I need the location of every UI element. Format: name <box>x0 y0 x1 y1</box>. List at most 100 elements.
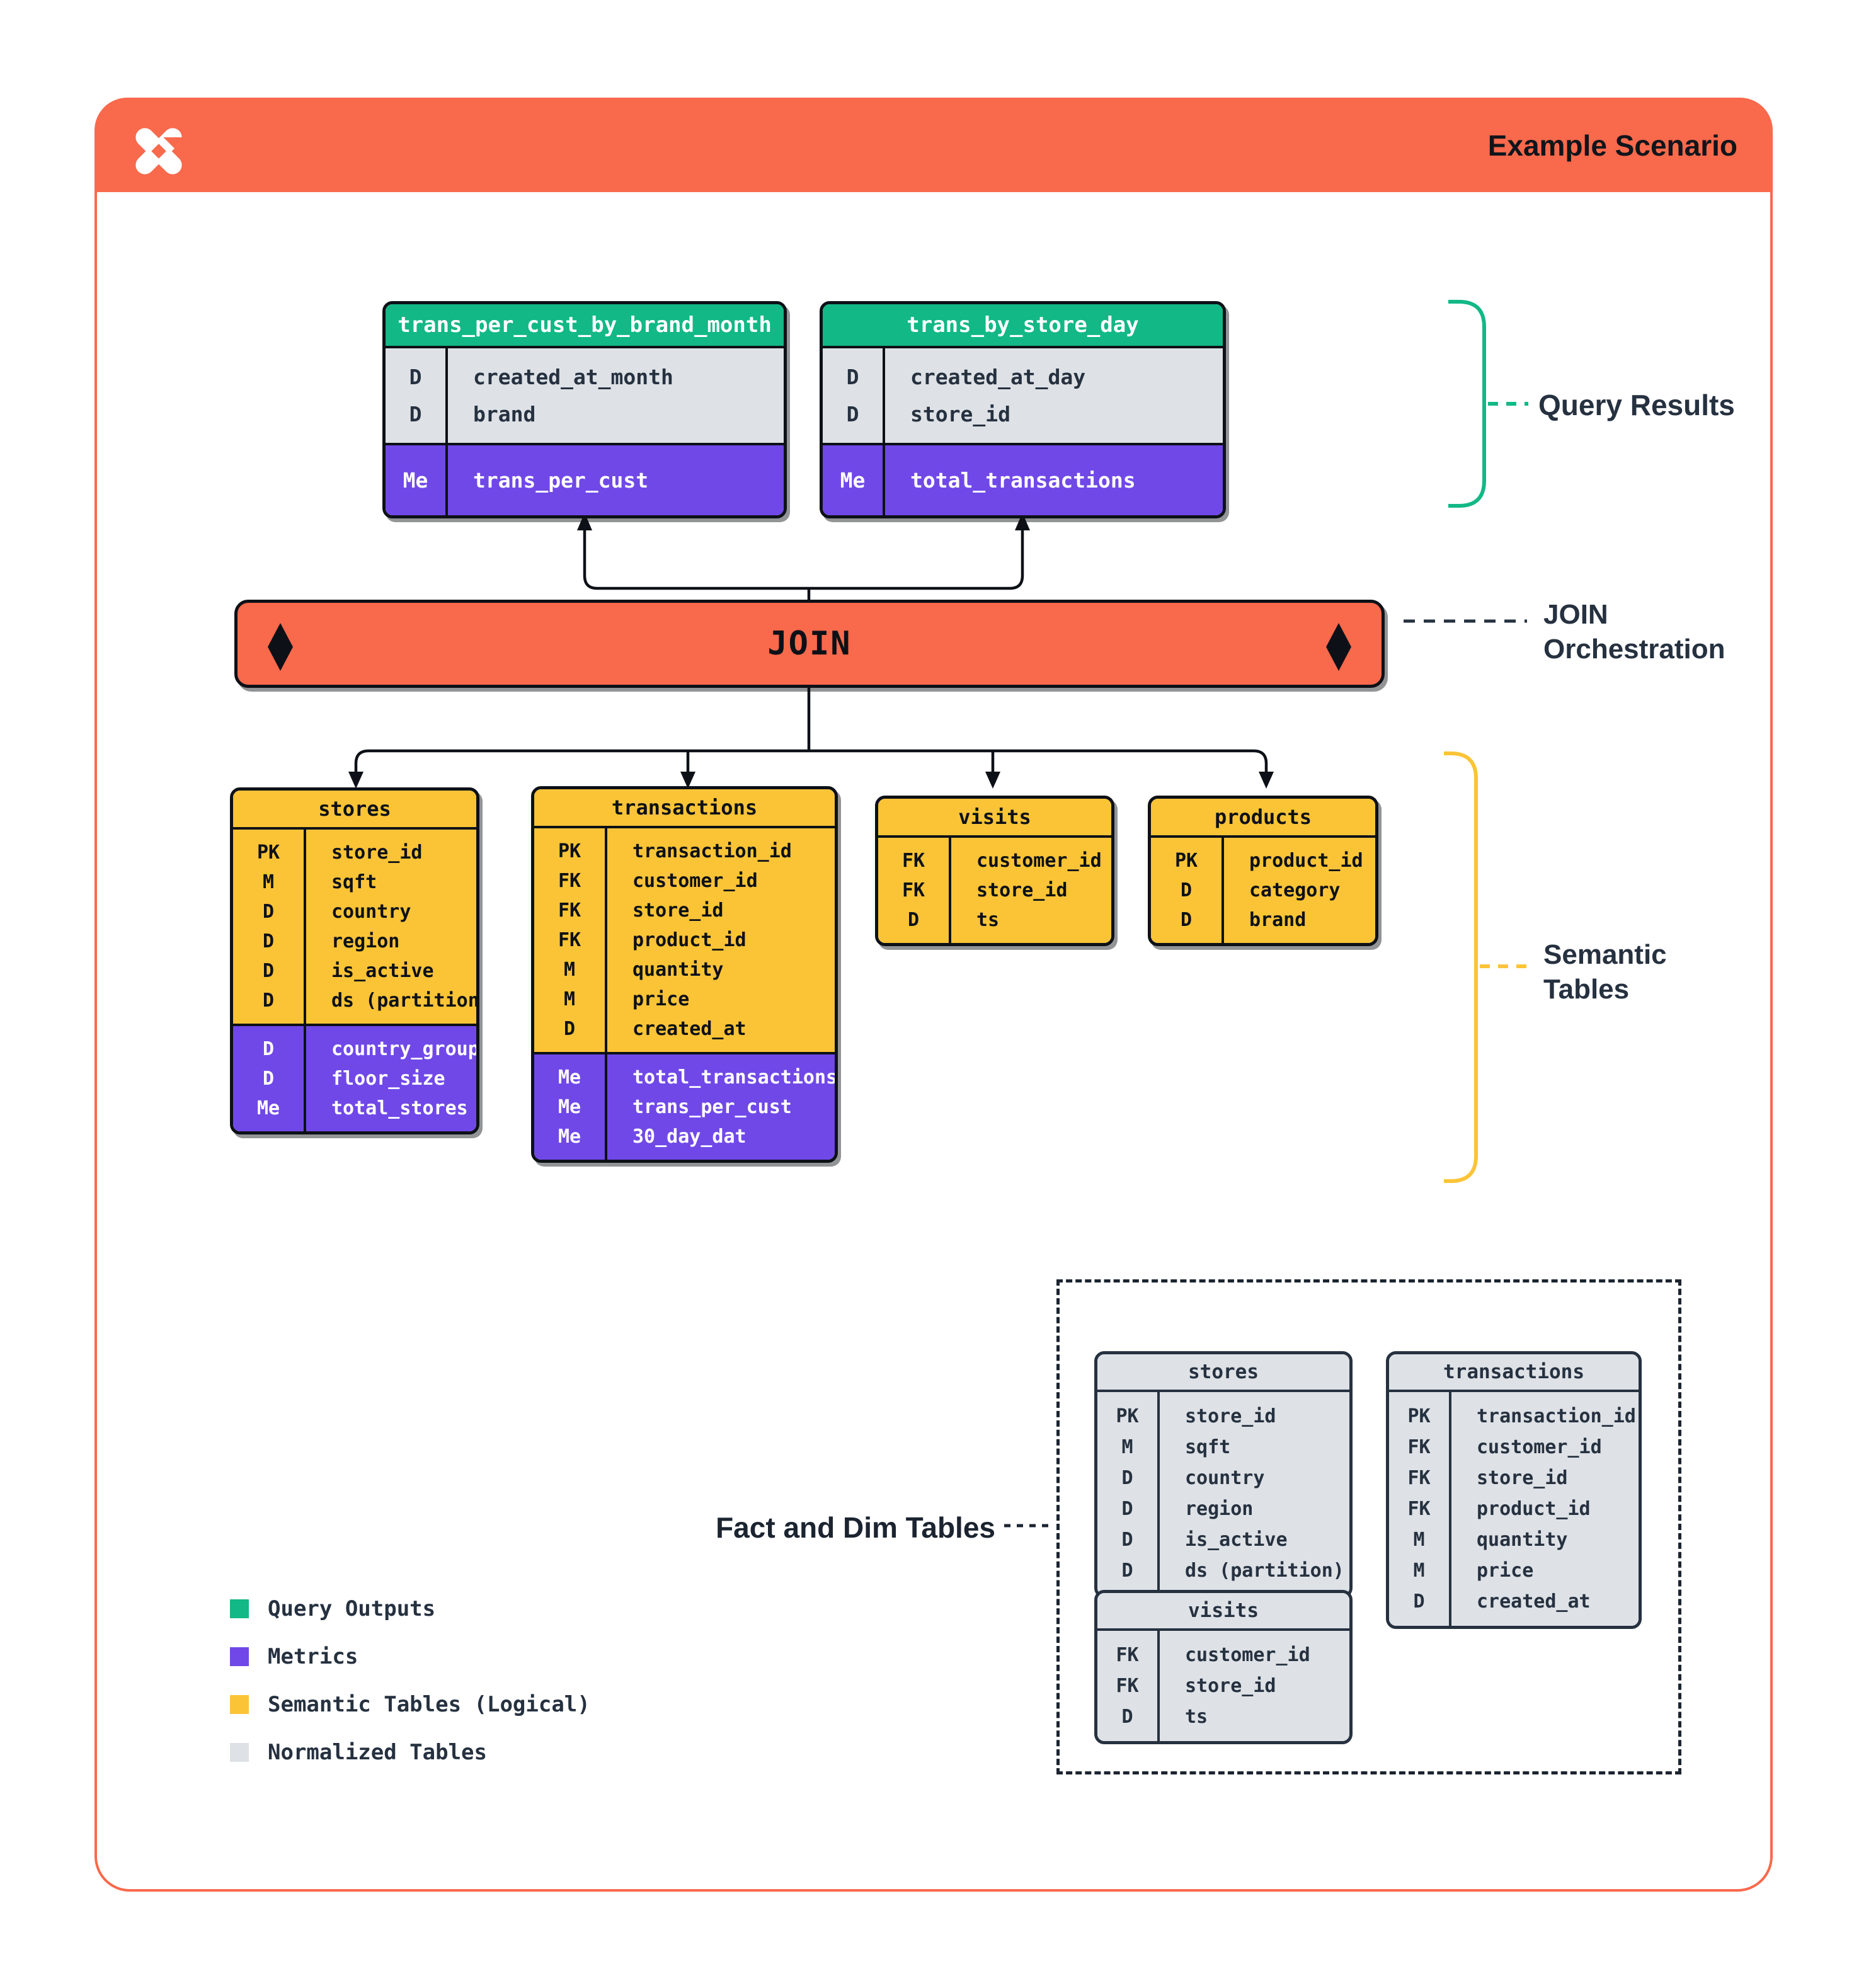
diamond-icon <box>1326 623 1351 671</box>
join-orchestration-bar: JOIN <box>234 600 1385 688</box>
key-cell: FK <box>1407 1498 1431 1520</box>
key-cell: M <box>563 988 576 1010</box>
table-title: products <box>1151 799 1375 838</box>
key-cell: D <box>262 990 275 1012</box>
pinwheel-x-icon <box>135 128 186 174</box>
key-cell: D <box>262 960 275 982</box>
field-cell: created_at_day <box>910 365 1086 389</box>
fact-dim-label: Fact and Dim Tables <box>716 1511 995 1544</box>
field-cell: trans_per_cust <box>632 1096 792 1118</box>
key-cell: M <box>262 871 275 893</box>
field-cell: store_id <box>1477 1467 1568 1489</box>
key-cell: D <box>1413 1591 1425 1613</box>
key-cell: D <box>409 402 422 426</box>
key-cell: D <box>846 365 859 389</box>
field-cell: is_active <box>331 960 434 982</box>
field-cell: store_id <box>976 879 1068 901</box>
table-row: FK store_id <box>534 896 835 925</box>
field-cell: is_active <box>1185 1529 1288 1551</box>
table-title: stores <box>233 791 476 830</box>
table-title: visits <box>878 799 1111 838</box>
field-cell: store_id <box>632 900 724 922</box>
key-cell: PK <box>1407 1405 1431 1427</box>
field-cell: store_id <box>331 842 423 864</box>
key-cell: D <box>262 930 275 952</box>
legend-label: Semantic Tables (Logical) <box>268 1692 590 1717</box>
key-cell: D <box>409 365 422 389</box>
diamond-icon <box>268 623 293 671</box>
field-cell: product_id <box>632 929 747 951</box>
key-cell: Me <box>558 1066 581 1088</box>
key-cell: FK <box>558 900 581 922</box>
key-cell: FK <box>558 870 581 892</box>
key-cell: PK <box>558 840 581 862</box>
key-cell: FK <box>901 879 925 901</box>
table-row: FK store_id <box>878 876 1111 905</box>
field-cell: ds (partition) <box>331 990 479 1012</box>
semantic-tables-label: Semantic Tables <box>1543 939 1667 1005</box>
legend-label: Metrics <box>268 1644 358 1669</box>
table-row: PK transaction_id <box>534 837 835 866</box>
field-cell: floor_size <box>331 1068 445 1090</box>
join-orchestration-label: JOIN Orchestration <box>1543 599 1725 665</box>
key-cell: D <box>1121 1560 1133 1582</box>
legend-swatch-icon <box>230 1695 249 1714</box>
field-cell: transaction_id <box>632 840 792 862</box>
field-cell: brand <box>473 402 536 426</box>
field-cell: transaction_id <box>1477 1405 1636 1427</box>
field-cell: created_at <box>632 1018 747 1040</box>
page-title: Example Scenario <box>1487 129 1737 162</box>
key-cell: D <box>262 901 275 923</box>
key-cell: Me <box>256 1097 280 1119</box>
field-cell: store_id <box>1185 1405 1276 1427</box>
key-cell: FK <box>901 850 925 872</box>
table-title: stores <box>1097 1354 1349 1392</box>
field-cell: category <box>1249 879 1341 901</box>
key-cell: D <box>1121 1467 1133 1489</box>
key-cell: FK <box>1116 1644 1139 1666</box>
field-cell: quantity <box>1477 1529 1568 1551</box>
key-cell: Me <box>558 1096 581 1118</box>
field-cell: store_id <box>1185 1675 1276 1697</box>
key-cell: M <box>1413 1560 1425 1582</box>
field-cell: customer_id <box>1185 1644 1310 1666</box>
key-cell: D <box>262 1068 275 1090</box>
field-cell: customer_id <box>632 870 758 892</box>
key-cell: PK <box>1174 850 1198 872</box>
key-cell: D <box>907 909 920 931</box>
